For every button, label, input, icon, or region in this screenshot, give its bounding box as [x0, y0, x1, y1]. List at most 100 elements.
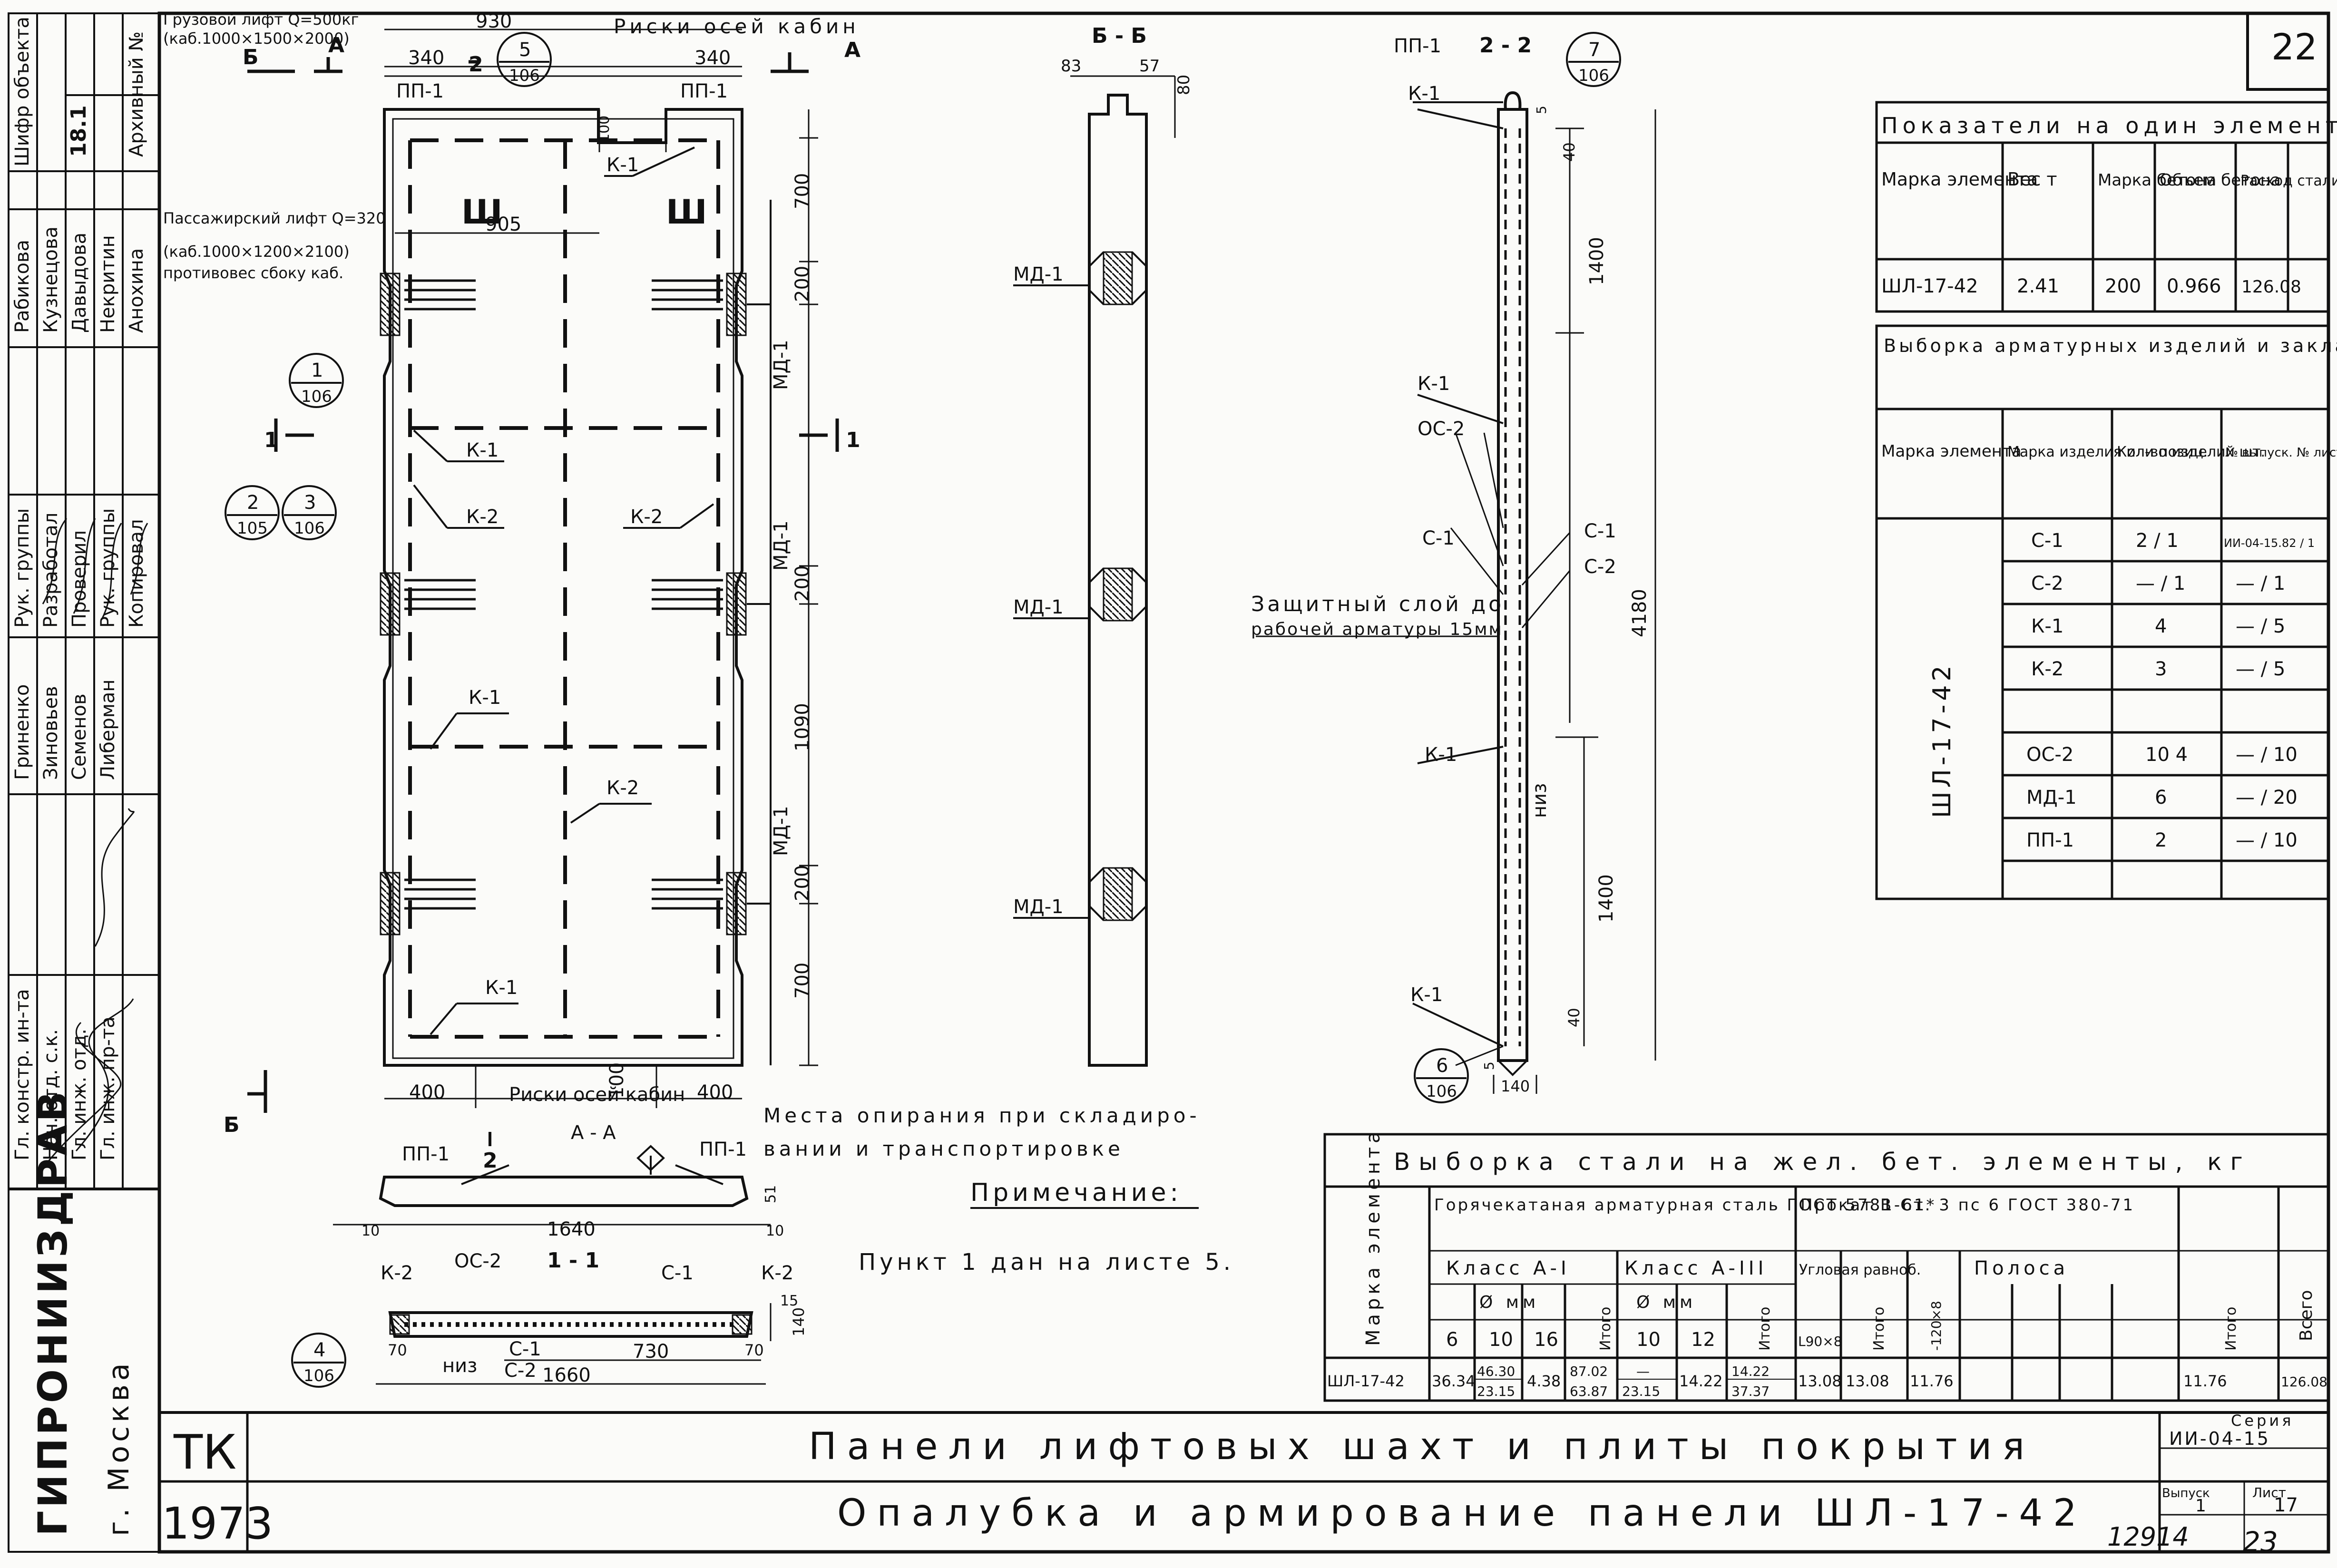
steel-row-10-top: 46.30 — [1477, 1363, 1515, 1379]
year: 1973 — [162, 1498, 273, 1549]
steel-class3: Класс А-III — [1624, 1257, 1767, 1279]
panel-plan: К-1 К-2 К-2 К-1 К-2 К-1 К-1 Ш Ш МД-1 МД-… — [163, 10, 1621, 1388]
steel-col-strip: -120×8 — [1928, 1301, 1944, 1351]
side-role-5: Рук. группы — [11, 508, 33, 628]
s22-k1-top: К-1 — [1408, 83, 1440, 105]
dim-700-top: 700 — [792, 173, 813, 209]
section-mark-2-top: 2 — [469, 52, 483, 77]
fit-h-element: Марка элемента — [1881, 442, 2022, 461]
plan-label-md1-c: МД-1 — [770, 806, 792, 856]
aa-label-pp1-left: ПП-1 — [402, 1143, 450, 1165]
callout-2-bottom: 105 — [237, 519, 268, 538]
steel-col-grand: Всего — [2297, 1290, 2316, 1341]
plan-label-k1-top-right: К-1 — [606, 154, 639, 176]
fit-r6-mark: ОС-2 — [2026, 744, 2073, 766]
fit-r4-count: 3 — [2155, 658, 2167, 680]
callout-4-bottom: 106 — [303, 1366, 334, 1385]
plan-label-k1-bottom: К-1 — [485, 977, 518, 999]
aa-dim-10-right: 10 — [766, 1223, 784, 1239]
steel-angle: Угловая равноб. — [1799, 1262, 1921, 1278]
bb-md1-c: МД-1 — [1013, 896, 1064, 918]
plan-label-k2-right: К-2 — [630, 506, 663, 528]
fittings-title: Выборка арматурных изделий и закладных д… — [1884, 335, 2337, 356]
side-role-8: Рук. группы — [97, 508, 119, 628]
fit-r7-mark: МД-1 — [2026, 787, 2077, 808]
bb-dim-83: 83 — [1061, 57, 1081, 76]
steel-row-16: 4.38 — [1527, 1372, 1561, 1390]
plan-label-pp1-left: ПП-1 — [396, 80, 444, 102]
side-role-4: Гл. инж. пр-та — [97, 1016, 119, 1160]
title-block: 22 Панели лифтовых шахт и плиты покрытия… — [162, 26, 2317, 1558]
steel-row-grand: 126.08 — [2281, 1374, 2327, 1390]
note-block: Примечание: Пункт 1 дан на листе 5. — [859, 1178, 1231, 1276]
side-name-1: Гриненко — [11, 684, 33, 780]
section-marks — [247, 52, 839, 1113]
dim-100-bottom: 100 — [606, 1062, 628, 1099]
plan-label-md1-a: МД-1 — [770, 340, 792, 390]
section-mark-b-top: Б — [243, 45, 259, 69]
object-code-label: Шифр объекта — [11, 17, 33, 166]
bb-md1-a: МД-1 — [1013, 263, 1064, 285]
indicators-table: Показатели на один элемент Марка элемент… — [1875, 101, 2337, 313]
plan-dims — [384, 29, 818, 1108]
callout-6-top: 6 — [1436, 1055, 1448, 1077]
plan-leaders — [413, 146, 772, 1065]
side-role-6: Разработал — [40, 513, 62, 628]
bb-dim-57: 57 — [1139, 57, 1160, 76]
sec11-s2: С-2 — [504, 1360, 537, 1382]
cargo-lift-label: Грузовой лифт Q=500кг — [163, 10, 359, 29]
cabin-axes-label-top: Риски осей кабин — [614, 15, 860, 38]
callout-3-top: 3 — [304, 492, 316, 514]
s22-niz: низ — [1529, 783, 1551, 818]
s22-s2-right: С-2 — [1584, 556, 1616, 578]
s22-s1-right: С-1 — [1584, 520, 1616, 542]
dim-340-left: 340 — [408, 47, 444, 69]
steel-col-16: 16 — [1534, 1329, 1558, 1351]
fit-r8-issue: — / 10 — [2236, 829, 2298, 851]
side-role-1: Гл. констр. ин-та — [11, 989, 33, 1160]
inventory-number: 12914 — [2107, 1522, 2189, 1552]
dim-1090: 1090 — [792, 703, 813, 751]
bb-title: Б - Б — [1092, 24, 1147, 48]
issue-value: 1 — [2195, 1496, 2206, 1516]
aa-dim-51: 51 — [763, 1185, 779, 1203]
plan-label-k2-left: К-2 — [466, 506, 499, 528]
dim-100-top: 100 — [596, 116, 613, 143]
section-aa-drawing — [333, 1132, 771, 1226]
ind-r1-element: ШЛ-17-42 — [1881, 275, 1978, 297]
s22-dim-40-bottom: 40 — [1565, 1008, 1583, 1027]
section-11-drawing — [376, 1303, 772, 1385]
indicators-title: Показатели на один элемент — [1881, 113, 2337, 138]
sec11-s1-top: С-1 — [661, 1262, 694, 1284]
side-name-2: Зиновьев — [40, 686, 62, 780]
note-title: Примечание: — [970, 1178, 1182, 1207]
callout-5-bottom: 106 — [509, 66, 540, 85]
steel-row-sum1-top: 87.02 — [1570, 1363, 1608, 1379]
section-bb: Б - Б 83 57 80 МД-1 МД-1 МД-1 — [1013, 24, 1193, 1067]
fit-r1-mark: С-1 — [2031, 530, 2063, 552]
callout-3-bottom: 106 — [294, 519, 325, 538]
ind-r1-weight: 2.41 — [2017, 275, 2059, 297]
aa-label-pp1-right: ПП-1 — [699, 1139, 747, 1160]
fit-r2-count: — / 1 — [2136, 573, 2185, 594]
series-value: ИИ-04-15 — [2169, 1428, 2270, 1449]
steel-col-angle: L90×8 — [1798, 1334, 1842, 1349]
steel-row-10b-top: — — [1636, 1363, 1650, 1379]
steel-col-total1: Итого — [1597, 1307, 1614, 1351]
archive-label: Архивный № — [126, 31, 147, 157]
side-role-3: Гл. инж. отд. — [68, 1029, 90, 1160]
sec11-niz: низ — [442, 1355, 477, 1377]
steel-col-10b: 10 — [1636, 1329, 1661, 1351]
ind-h-weight: Вес т — [2007, 169, 2057, 190]
fit-h-item: Марка изделия или позиц. — [2007, 444, 2208, 460]
steel-col-total3: Итого — [1871, 1307, 1887, 1351]
side-role-9: Копировал — [126, 519, 147, 628]
s22-k1-upper: К-1 — [1418, 373, 1450, 395]
side-stamp-text: Гл. констр. ин-та Нач. отд. с.к. Гл. инж… — [11, 17, 147, 1536]
fit-h-count: Кол-во изделий шт. — [2117, 444, 2265, 460]
fit-h-issue: № выпуск. № листа — [2225, 446, 2337, 460]
callout-5-top: 5 — [519, 39, 531, 61]
side-name-8: Некритин — [97, 235, 119, 333]
fit-r8-mark: ПП-1 — [2026, 829, 2074, 851]
side-name-7: Давыдова — [68, 233, 90, 333]
